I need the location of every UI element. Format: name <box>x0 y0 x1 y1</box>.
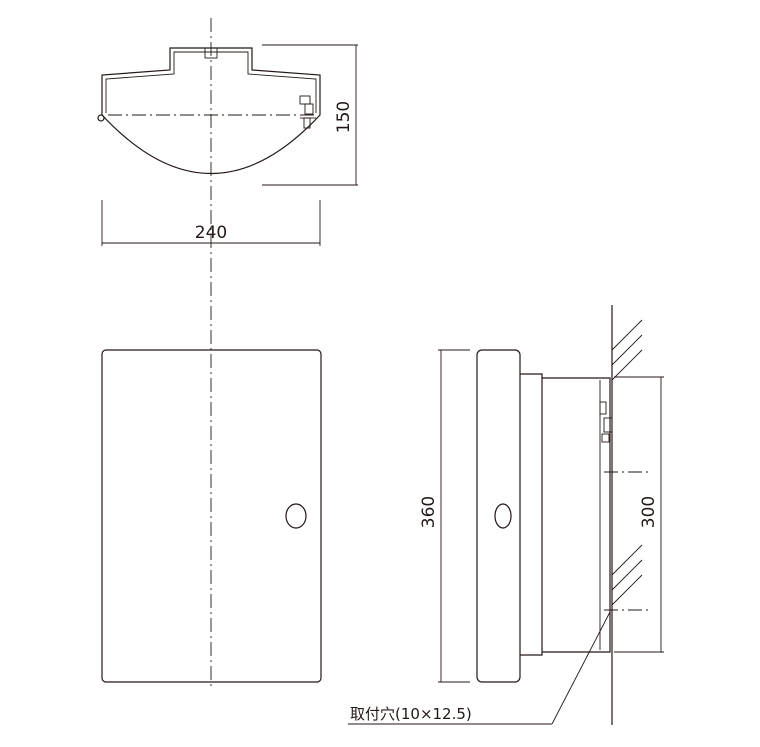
side-view-body <box>542 377 611 653</box>
front-view <box>101 349 322 683</box>
dim-240-label: 240 <box>195 223 227 243</box>
side-view-cover <box>476 349 521 683</box>
side-view: 360 300 取付穴(10×12.5) <box>348 305 664 725</box>
side-view-body-step <box>520 373 543 656</box>
top-view: 150 240 <box>97 18 358 690</box>
dim-150-label: 150 <box>334 101 354 133</box>
dim-240: 240 <box>101 200 321 246</box>
dim-300: 300 <box>614 376 664 653</box>
dim-300-label: 300 <box>639 496 659 528</box>
top-view-latch <box>204 47 218 59</box>
top-view-inner-lip <box>105 51 317 113</box>
front-view-body <box>101 349 322 683</box>
wall-hatch-lower <box>611 544 643 606</box>
dim-360: 360 <box>419 349 470 683</box>
left-hinge-icon <box>97 114 105 122</box>
side-view-knob <box>494 503 512 529</box>
top-view-outline <box>101 47 321 174</box>
mount-hole-label: 取付穴(10×12.5) <box>350 705 472 723</box>
dim-150: 150 <box>262 44 358 186</box>
mount-hole-leader: 取付穴(10×12.5) <box>348 611 611 725</box>
wall-hatch-upper <box>611 319 643 381</box>
dim-360-label: 360 <box>419 496 439 528</box>
front-view-knob <box>285 503 307 529</box>
right-bracket-icon <box>299 95 316 129</box>
